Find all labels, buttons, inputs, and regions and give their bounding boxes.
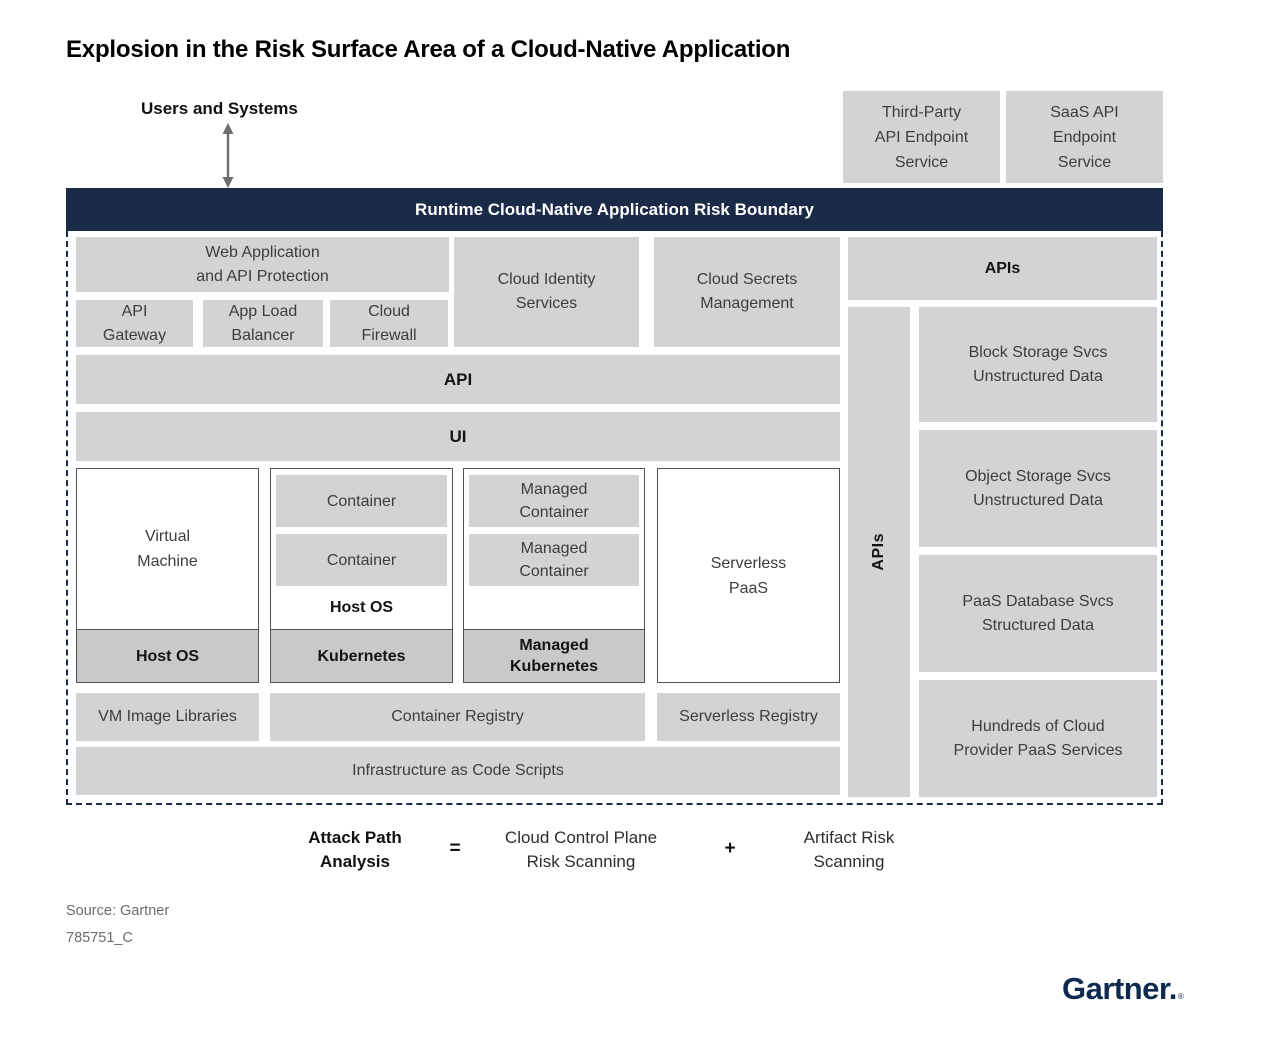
managed-kubernetes-base: Managed Kubernetes <box>464 629 644 682</box>
container-box-2: Container <box>276 534 447 586</box>
apis-header-box: APIs <box>848 237 1157 300</box>
managed-column-spacer <box>464 586 644 629</box>
api-layer-bar: API <box>76 355 840 404</box>
gartner-logo-text: Gartner. <box>1062 971 1177 1006</box>
managed-kubernetes-column: Managed Container Managed Container Mana… <box>463 468 645 683</box>
source-attribution: Source: Gartner <box>66 903 170 919</box>
ui-layer-bar: UI <box>76 412 840 461</box>
managed-container-box-2: Managed Container <box>469 534 639 586</box>
gartner-logo: Gartner.® <box>1062 971 1184 1007</box>
risk-boundary-banner: Runtime Cloud-Native Application Risk Bo… <box>66 188 1163 231</box>
risk-boundary-dashed-area: Web Application and API Protection Cloud… <box>66 231 1163 805</box>
attack-path-equation: Attack Path Analysis = Cloud Control Pla… <box>66 826 1163 886</box>
block-storage-box: Block Storage Svcs Unstructured Data <box>919 307 1157 422</box>
attack-path-analysis-label: Attack Path Analysis <box>308 828 402 871</box>
saas-api-endpoint-box: SaaS API Endpoint Service <box>1006 91 1163 183</box>
bidirectional-arrow-icon <box>219 123 237 188</box>
virtual-machine-column: Virtual Machine Host OS <box>76 468 259 683</box>
cloud-identity-services-box: Cloud Identity Services <box>454 237 639 347</box>
cloud-secrets-management-box: Cloud Secrets Management <box>654 237 840 347</box>
users-and-systems-label: Users and Systems <box>141 99 298 118</box>
cloud-firewall-box: Cloud Firewall <box>330 300 448 347</box>
serverless-paas-column: Serverless PaaS <box>657 468 840 683</box>
cloud-provider-paas-box: Hundreds of Cloud Provider PaaS Services <box>919 680 1157 797</box>
object-storage-box: Object Storage Svcs Unstructured Data <box>919 430 1157 547</box>
infrastructure-as-code-bar: Infrastructure as Code Scripts <box>76 747 840 795</box>
kubernetes-column: Container Container Host OS Kubernetes <box>270 468 453 683</box>
vm-image-libraries-box: VM Image Libraries <box>76 693 259 741</box>
vm-host-os-base: Host OS <box>77 629 258 682</box>
registered-trademark-icon: ® <box>1177 992 1184 1001</box>
virtual-machine-label: Virtual Machine <box>137 528 198 570</box>
api-gateway-box: API Gateway <box>76 300 193 347</box>
third-party-api-endpoint-box: Third-Party API Endpoint Service <box>843 91 1000 183</box>
kubernetes-base: Kubernetes <box>271 629 452 682</box>
serverless-paas-label: Serverless PaaS <box>710 554 787 597</box>
container-box-1: Container <box>276 475 447 527</box>
equals-sign: = <box>449 838 461 859</box>
plus-sign: + <box>724 838 736 859</box>
host-os-label: Host OS <box>329 598 394 616</box>
artifact-risk-label: Artifact Risk Scanning <box>803 828 895 871</box>
serverless-registry-box: Serverless Registry <box>657 693 840 741</box>
app-load-balancer-box: App Load Balancer <box>203 300 323 347</box>
cloud-control-plane-label: Cloud Control Plane Risk Scanning <box>504 828 658 871</box>
document-id: 785751_C <box>66 930 133 946</box>
managed-container-box-1: Managed Container <box>469 475 639 527</box>
paas-database-box: PaaS Database Svcs Structured Data <box>919 555 1157 672</box>
apis-vertical-strip: APIs <box>848 307 910 797</box>
web-application-api-protection-box: Web Application and API Protection <box>76 237 449 292</box>
apis-vertical-label: APIs <box>870 533 887 571</box>
page-title: Explosion in the Risk Surface Area of a … <box>66 36 791 63</box>
container-registry-box: Container Registry <box>270 693 645 741</box>
